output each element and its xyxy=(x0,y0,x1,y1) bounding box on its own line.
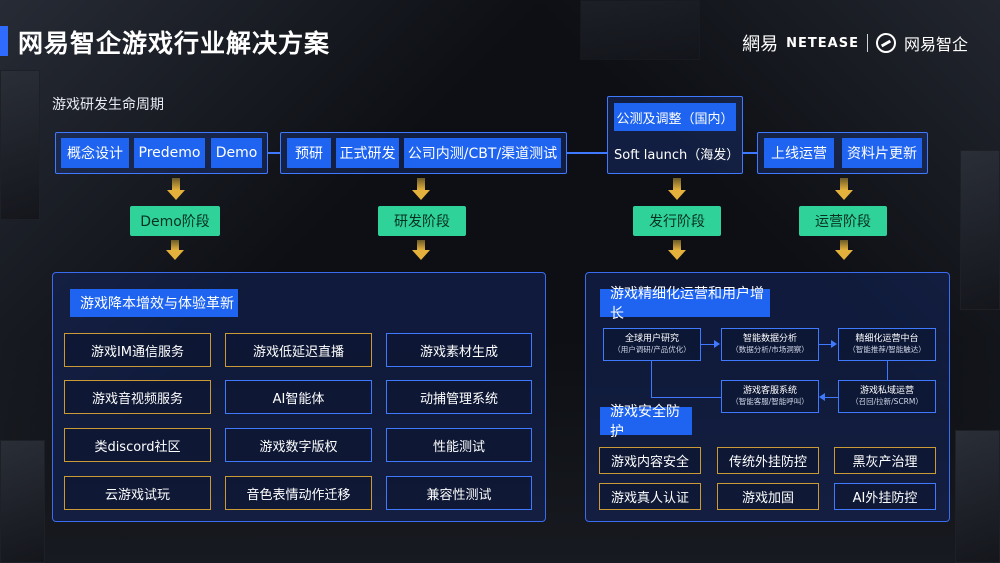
down-arrow-icon xyxy=(835,178,853,200)
down-arrow-icon xyxy=(167,178,185,200)
logo-cn-text: 網易 xyxy=(742,34,779,55)
chip-soft-launch: Soft launch（海发） xyxy=(614,147,740,163)
chip-demo: Demo xyxy=(211,138,262,168)
logo-en-text: NETEASE xyxy=(786,35,859,51)
logo-divider xyxy=(866,34,868,52)
stage-publish: 发行阶段 xyxy=(633,206,721,236)
flow-sub: （用户调研/产品优化） xyxy=(613,345,691,355)
bg-cube xyxy=(955,430,1000,563)
cell-blackmarket: 黑灰产治理 xyxy=(834,447,936,474)
connector xyxy=(567,152,607,154)
cell-ai-anticheat: AI外挂防控 xyxy=(834,483,936,510)
chip-formal-dev: 正式研发 xyxy=(336,138,399,168)
flow-sub: （智能客服/智能呼叫） xyxy=(731,397,809,407)
bg-cube xyxy=(960,150,1000,310)
stage-demo: Demo阶段 xyxy=(130,206,220,236)
connector xyxy=(268,152,280,154)
panel-operations-title: 游戏精细化运营和用户增长 xyxy=(600,286,770,322)
bg-cube xyxy=(580,0,700,60)
stage-operate: 运营阶段 xyxy=(799,206,887,236)
chip-launch-ops: 上线运营 xyxy=(764,138,834,168)
flow-line xyxy=(651,361,652,397)
cell-game-hardening: 游戏加固 xyxy=(717,483,819,510)
chip-expansion-update: 资料片更新 xyxy=(842,138,922,168)
cell-traditional-anticheat: 传统外挂防控 xyxy=(717,447,819,474)
cell-perf-test: 性能测试 xyxy=(386,428,532,462)
arrow-left-icon xyxy=(819,393,825,401)
title-accent xyxy=(0,26,8,56)
flow-customer-service: 游戏客服系统 （智能客服/智能呼叫） xyxy=(721,380,819,413)
down-arrow-icon xyxy=(412,178,430,200)
flow-title: 游戏客服系统 xyxy=(742,386,797,397)
flow-line xyxy=(701,344,714,345)
down-arrow-icon xyxy=(835,240,853,260)
cell-content-security: 游戏内容安全 xyxy=(599,447,701,474)
cell-voice-expression: 音色表情动作迁移 xyxy=(225,476,372,510)
flow-line xyxy=(825,397,838,398)
brand-logo: 網易 NETEASE 网易智企 xyxy=(742,30,968,56)
cell-digital-copyright: 游戏数字版权 xyxy=(225,428,372,462)
cell-real-name-auth: 游戏真人认证 xyxy=(599,483,701,510)
bg-cube xyxy=(0,440,45,563)
panel-cost-efficiency-title: 游戏降本增效与体验革新 xyxy=(70,289,238,317)
cell-ai-agent: AI智能体 xyxy=(225,380,372,414)
down-arrow-icon xyxy=(412,240,430,260)
security-title: 游戏安全防护 xyxy=(600,404,692,440)
brand-icon xyxy=(875,33,896,53)
flow-ops-platform: 精细化运营中台 （智能推荐/智能触达） xyxy=(838,328,936,361)
down-arrow-icon xyxy=(668,240,686,260)
flow-sub: （召回/拉新/SCRM） xyxy=(851,397,923,407)
flow-sub: （数据分析/市场洞察） xyxy=(731,345,809,355)
arrow-right-icon xyxy=(831,340,837,348)
chip-preresearch: 预研 xyxy=(287,138,331,168)
chip-concept-design: 概念设计 xyxy=(61,138,129,168)
cell-mocap: 动捕管理系统 xyxy=(386,380,532,414)
lifecycle-title: 游戏研发生命周期 xyxy=(52,97,164,113)
page-title: 网易智企游戏行业解决方案 xyxy=(18,29,331,58)
bg-cube xyxy=(0,70,40,220)
down-arrow-icon xyxy=(668,178,686,200)
cell-av-service: 游戏音视频服务 xyxy=(64,380,211,414)
cell-asset-generation: 游戏素材生成 xyxy=(386,333,532,367)
cell-discord-community: 类discord社区 xyxy=(64,428,211,462)
cell-compat-test: 兼容性测试 xyxy=(386,476,532,510)
flow-line xyxy=(819,344,831,345)
flow-line xyxy=(651,397,721,398)
logo-brand-text: 网易智企 xyxy=(903,35,968,54)
flow-title: 游戏私域运营 xyxy=(859,386,914,397)
chip-predemo: Predemo xyxy=(134,138,205,168)
flow-line xyxy=(887,361,888,380)
flow-title: 全球用户研究 xyxy=(624,334,679,345)
arrow-right-icon xyxy=(714,340,720,348)
chip-internal-test: 公司内测/CBT/渠道测试 xyxy=(404,138,561,168)
cell-game-im: 游戏IM通信服务 xyxy=(64,333,211,367)
down-arrow-icon xyxy=(166,240,184,260)
flow-title: 智能数据分析 xyxy=(742,334,797,345)
flow-sub: （智能推荐/智能触达） xyxy=(848,345,926,355)
chip-public-beta: 公测及调整（国内） xyxy=(614,103,736,131)
stage-dev: 研发阶段 xyxy=(378,206,466,236)
connector xyxy=(743,152,757,154)
flow-title: 精细化运营中台 xyxy=(855,334,919,345)
flow-private-domain: 游戏私域运营 （召回/拉新/SCRM） xyxy=(838,380,936,413)
flow-global-research: 全球用户研究 （用户调研/产品优化） xyxy=(603,328,701,361)
cell-low-latency-live: 游戏低延迟直播 xyxy=(225,333,372,367)
flow-data-analysis: 智能数据分析 （数据分析/市场洞察） xyxy=(721,328,819,361)
cell-cloud-gaming: 云游戏试玩 xyxy=(64,476,211,510)
